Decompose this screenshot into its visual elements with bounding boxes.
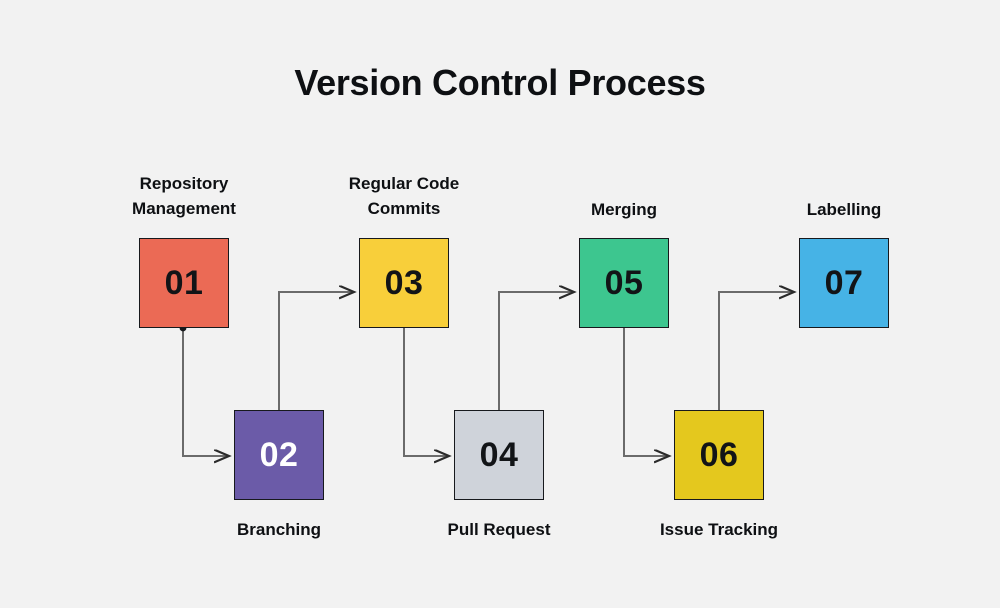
step-number: 04 [479,435,519,474]
connector-02-to-03 [278,292,353,410]
step-number: 01 [164,263,204,302]
step-number: 06 [699,435,739,474]
connector-03-to-04 [403,328,448,456]
step-box-04[interactable]: 04 [454,410,544,500]
step-box-07[interactable]: 07 [799,238,889,328]
connector-04-to-05 [498,292,573,410]
step-box-02[interactable]: 02 [234,410,324,500]
step-number: 05 [604,263,644,302]
step-number: 07 [824,263,864,302]
page-title: Version Control Process [294,62,706,103]
step-number: 02 [259,435,299,474]
step-caption-01: Repository Management [132,174,236,218]
step-box-06[interactable]: 06 [674,410,764,500]
step-caption-06: Issue Tracking [659,520,779,539]
connector-05-to-06 [623,328,668,456]
step-caption-03: Regular Code Commits [348,174,460,218]
step-box-03[interactable]: 03 [359,238,449,328]
step-caption-02: Branching [236,520,322,539]
step-number: 03 [384,263,424,302]
step-caption-05: Merging [590,200,658,219]
step-box-05[interactable]: 05 [579,238,669,328]
connector-01-to-02 [182,328,228,456]
connector-06-to-07 [718,292,793,410]
step-caption-04: Pull Request [447,520,551,539]
step-caption-07: Labelling [806,200,882,219]
step-box-01[interactable]: 01 [139,238,229,328]
